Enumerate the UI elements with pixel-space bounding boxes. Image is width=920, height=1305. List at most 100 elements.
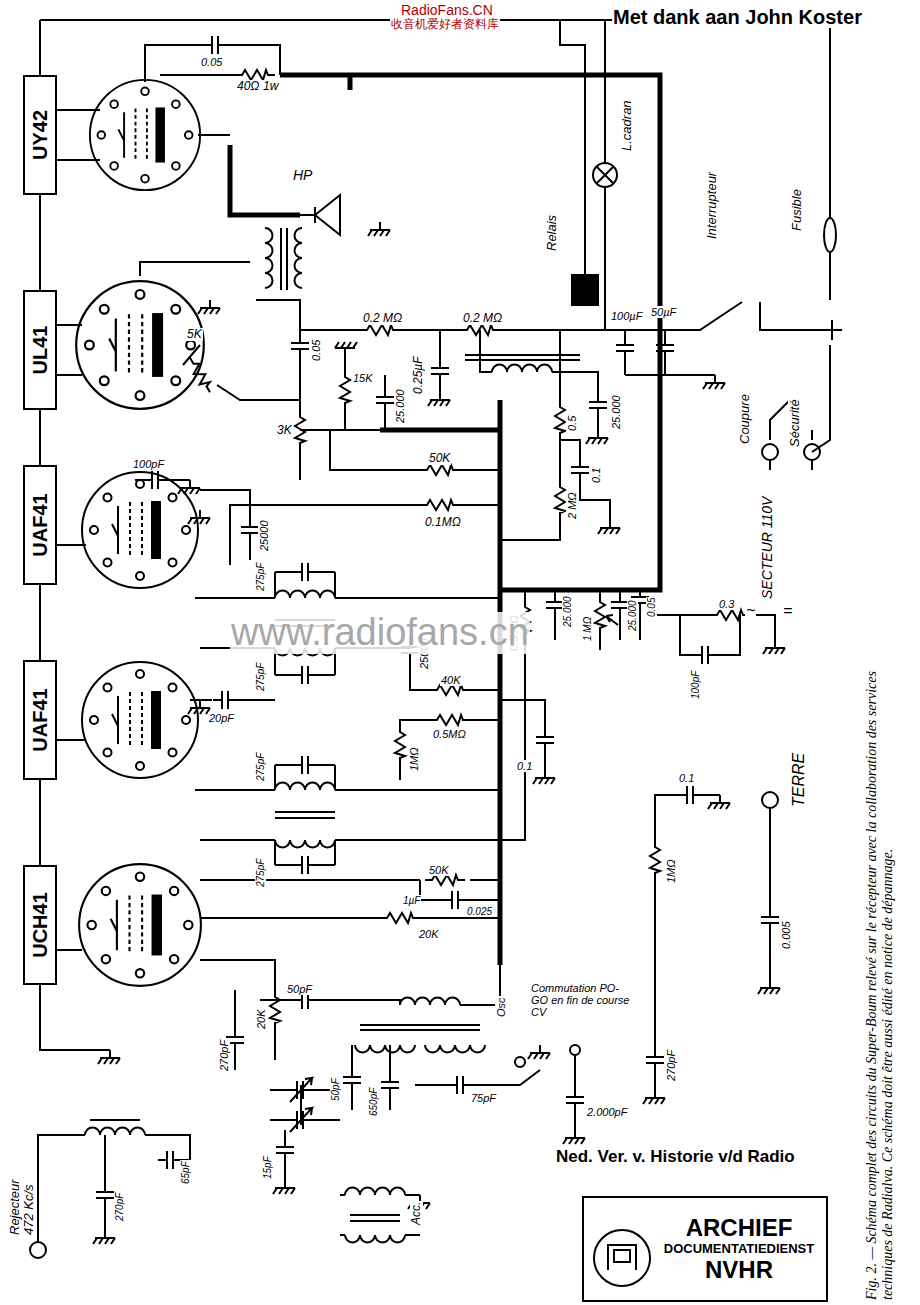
figure-caption: Fig. 2. — Schéma complet des circuits du… xyxy=(864,610,896,1300)
tube-type-box: UAF41 xyxy=(23,660,57,780)
stamp-text: DOCUMENTATIEDIENST xyxy=(664,1242,814,1257)
component-value: Met dank aan John Koster xyxy=(612,6,863,28)
component-value: Acc. xyxy=(410,1201,423,1226)
component-value: 270pF xyxy=(218,1039,230,1072)
component-value: 1µF xyxy=(402,895,421,906)
relay-coil xyxy=(572,275,598,305)
component-value: 275pF xyxy=(255,752,266,782)
component-value: Coupure xyxy=(738,393,752,445)
switch-contact xyxy=(570,1045,580,1055)
stamp-text: ARCHIEF xyxy=(686,1214,793,1242)
component-value: 0.3 xyxy=(718,598,735,610)
component-value: 25.000 xyxy=(562,595,573,628)
component-value: 1 MΩ xyxy=(582,616,593,642)
component-value: 2.000pF xyxy=(586,1106,628,1118)
component-value: Commutation PO-GO en fin de course CV xyxy=(530,982,632,1018)
component-value: 0.1MΩ xyxy=(424,516,462,529)
safety-switch xyxy=(822,320,842,340)
component-value: Rejecteur 472 Kc/s xyxy=(8,1154,37,1236)
component-value: 25.000 xyxy=(610,394,622,430)
loudspeaker xyxy=(300,195,340,235)
tube-type: UCH41 xyxy=(29,892,51,958)
mains-terminal xyxy=(804,444,820,460)
component-value: 40Ω xyxy=(236,80,260,93)
component-value: HP xyxy=(292,168,313,183)
component-value: 0.2 MΩ xyxy=(462,312,503,325)
component-value: 100pF xyxy=(690,670,701,700)
archive-logo xyxy=(594,1230,650,1286)
component-value: 2 MΩ xyxy=(566,491,578,520)
component-value: = xyxy=(782,602,793,620)
resistor-symbols xyxy=(186,70,750,1030)
component-value: ~ xyxy=(745,602,756,620)
tube-type: UY42 xyxy=(29,110,51,160)
ground-symbols xyxy=(93,222,785,1244)
component-value: 0.25µF xyxy=(412,355,425,395)
component-value: 0.1 xyxy=(678,772,695,784)
component-value: 15pF xyxy=(262,1155,273,1180)
tube-type-box: UY42 xyxy=(23,75,57,195)
component-value: 275pF xyxy=(255,562,266,592)
component-value: 275pF xyxy=(255,662,266,692)
aerial-terminal xyxy=(30,1242,46,1258)
main-high-tension-wires xyxy=(230,75,660,965)
component-value: 0.5MΩ xyxy=(432,728,467,740)
component-value: 3K xyxy=(276,424,293,437)
component-value: 275pF xyxy=(255,858,266,888)
component-value: TERRE xyxy=(790,752,808,808)
component-value: 0.005 xyxy=(780,920,792,950)
tube-type-box: UL41 xyxy=(23,290,57,410)
component-value: 50pF xyxy=(286,983,313,995)
component-value: Osc xyxy=(495,996,507,1018)
component-value: 0.5 xyxy=(566,415,578,432)
tuning-gang-arrows xyxy=(290,1078,312,1132)
component-value: Fusible xyxy=(790,188,804,232)
coil-symbols xyxy=(85,228,552,1243)
component-value: 270pF xyxy=(665,1049,677,1082)
component-value: 1w xyxy=(262,80,279,93)
component-value: 0.1 xyxy=(516,760,533,772)
component-value: 15K xyxy=(352,372,374,384)
component-value: 0.025 xyxy=(466,906,493,917)
component-value: 100µF xyxy=(610,310,643,322)
component-value: 25.000 xyxy=(627,599,638,632)
component-value: 50µF xyxy=(650,306,677,318)
component-value: Interrupteur xyxy=(705,171,719,240)
mains-terminal xyxy=(762,444,778,460)
site-watermark: 收音机爱好者资料库 xyxy=(390,18,500,31)
earth-terminal xyxy=(762,792,778,808)
component-value: 5K xyxy=(186,328,203,341)
dial-lamp xyxy=(593,163,617,187)
archive-stamp: ARCHIEFDOCUMENTATIEDIENSTNVHR xyxy=(582,1196,828,1302)
site-watermark: RadioFans.CN xyxy=(400,3,494,18)
component-value: 0.05 xyxy=(200,56,223,68)
component-value: 270pF xyxy=(114,1192,125,1222)
component-value: 1MΩ xyxy=(665,858,677,884)
component-value: 75pF xyxy=(470,1092,497,1104)
potentiometer-wiper xyxy=(606,615,618,625)
component-value: Relais xyxy=(545,214,559,252)
component-value: 20K xyxy=(418,928,440,940)
tube-type: UAF41 xyxy=(29,688,51,751)
component-value: 40K xyxy=(440,674,462,686)
component-value: 0.1 xyxy=(590,467,602,484)
component-value: SECTEUR 110V xyxy=(760,496,775,600)
component-value: Ned. Ver. v. Historie v/d Radio xyxy=(555,1148,796,1167)
component-value: L.cadran xyxy=(620,99,634,152)
switch-contact xyxy=(515,1057,525,1067)
dial-lamp-filament xyxy=(597,167,613,183)
capacitor-symbols xyxy=(96,36,779,1207)
tube-type-box: UAF41 xyxy=(23,465,57,585)
tube-type-box: UCH41 xyxy=(23,865,57,985)
component-value: 50K xyxy=(428,864,450,876)
component-value: 20K xyxy=(255,1008,267,1030)
fuse xyxy=(824,218,836,252)
wiring xyxy=(30,20,842,1286)
component-value: 100pF xyxy=(132,458,165,470)
stamp-text: NVHR xyxy=(705,1256,773,1284)
thin-wires xyxy=(38,20,830,1242)
component-value: 50K xyxy=(428,452,451,465)
component-value: Sécurité xyxy=(788,398,802,448)
component-value: 0.05 xyxy=(310,339,322,362)
watermark: www.radiofans.cn xyxy=(230,612,530,654)
